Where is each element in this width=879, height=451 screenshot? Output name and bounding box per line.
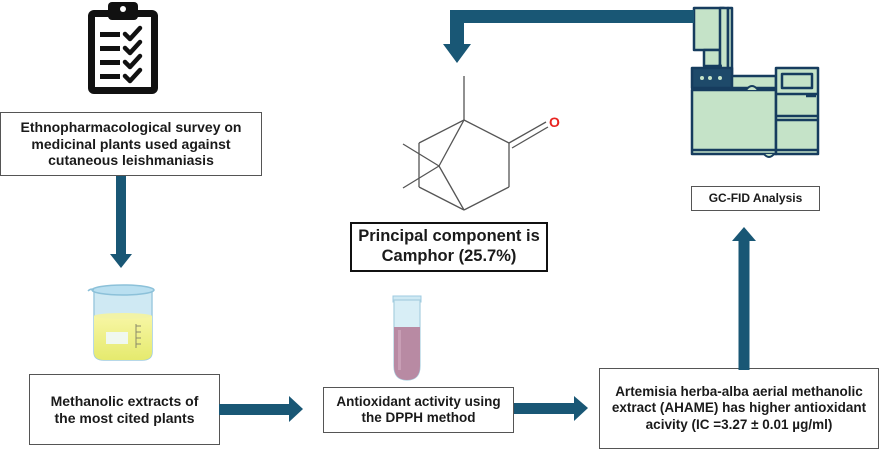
- arrow-right-antioxidant-to-result: [514, 396, 588, 421]
- antioxidant-label: Antioxidant activity using the DPPH meth…: [336, 393, 501, 425]
- camphor-molecule-icon: O: [402, 76, 560, 211]
- result-box: Artemisia herba-alba aerial methanolic e…: [599, 368, 879, 449]
- arrow-elbow-gcfid-to-camphor: [443, 10, 694, 63]
- gcfid-box: GC-FID Analysis: [691, 186, 820, 211]
- gcfid-label: GC-FID Analysis: [708, 191, 803, 206]
- result-label: Artemisia herba-alba aerial methanolic e…: [611, 384, 867, 432]
- antioxidant-box: Antioxidant activity using the DPPH meth…: [323, 387, 514, 433]
- extracts-label: Methanolic extracts of the most cited pl…: [50, 392, 199, 426]
- arrow-down-survey-to-extracts: [110, 176, 132, 268]
- arrow-right-extracts-to-antioxidant: [219, 396, 303, 422]
- survey-box: Ethnopharmacological survey on medicinal…: [0, 112, 262, 176]
- camphor-label: Principal component is Camphor (25.7%): [358, 227, 540, 265]
- survey-label: Ethnopharmacological survey on medicinal…: [20, 118, 242, 169]
- arrow-up-result-to-gcfid: [732, 227, 756, 370]
- camphor-box: Principal component is Camphor (25.7%): [350, 222, 548, 272]
- test-tube-icon: [392, 295, 422, 381]
- oxygen-atom-label: O: [549, 114, 560, 130]
- extracts-box: Methanolic extracts of the most cited pl…: [29, 374, 220, 445]
- beaker-icon: [87, 284, 155, 361]
- clipboard-checklist-icon: [88, 2, 158, 94]
- gas-chromatograph-icon: [690, 6, 820, 158]
